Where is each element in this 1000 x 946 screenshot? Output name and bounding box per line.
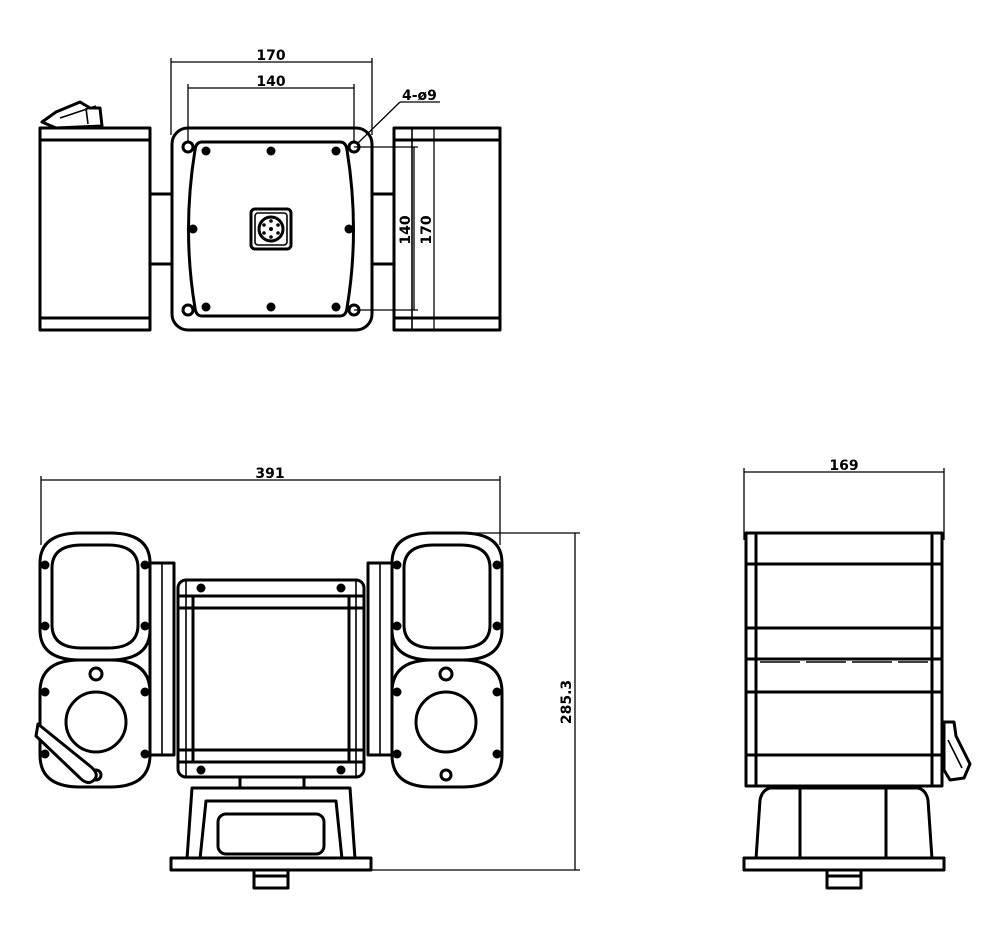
top-right-arm bbox=[370, 192, 396, 266]
side-view: 169 bbox=[742, 458, 972, 890]
front-right-upper-lamp bbox=[390, 531, 504, 662]
dim-top-width-outer: 170 bbox=[256, 48, 285, 64]
front-left-lens bbox=[64, 690, 128, 754]
front-central-body bbox=[176, 578, 366, 779]
front-base-stub bbox=[252, 868, 290, 890]
side-upper-housing bbox=[744, 531, 944, 661]
front-left-upper-lamp bbox=[38, 531, 152, 662]
side-wiper bbox=[942, 720, 972, 782]
top-left-clip bbox=[40, 100, 104, 130]
front-view: 391 285.3 bbox=[34, 466, 580, 890]
top-left-arm bbox=[148, 192, 174, 266]
front-right-lower-lamp bbox=[390, 658, 504, 789]
front-right-lens bbox=[414, 690, 478, 754]
side-pedestal bbox=[754, 786, 934, 861]
top-mount-inner bbox=[187, 140, 355, 318]
top-hole-bl bbox=[181, 303, 195, 317]
dim-top-height-outer: 170 bbox=[419, 215, 435, 244]
side-base-stub bbox=[825, 868, 863, 890]
dim-side-width: 169 bbox=[829, 458, 858, 474]
dim-top-height-inner: 140 bbox=[398, 215, 414, 244]
top-left-housing bbox=[38, 126, 152, 332]
dim-front-height: 285.3 bbox=[559, 680, 575, 724]
side-lower-housing bbox=[744, 657, 944, 788]
dim-top-width-inner: 140 bbox=[256, 74, 285, 90]
front-pedestal bbox=[185, 786, 357, 861]
top-connector bbox=[249, 207, 293, 251]
top-view: 170 140 4-ø9 140 170 bbox=[38, 48, 502, 332]
side-base-plate bbox=[742, 856, 946, 872]
front-base-plate bbox=[169, 856, 373, 872]
dim-hole-spec: 4-ø9 bbox=[402, 88, 437, 104]
front-wiper bbox=[34, 722, 98, 785]
dim-front-width: 391 bbox=[255, 466, 284, 482]
